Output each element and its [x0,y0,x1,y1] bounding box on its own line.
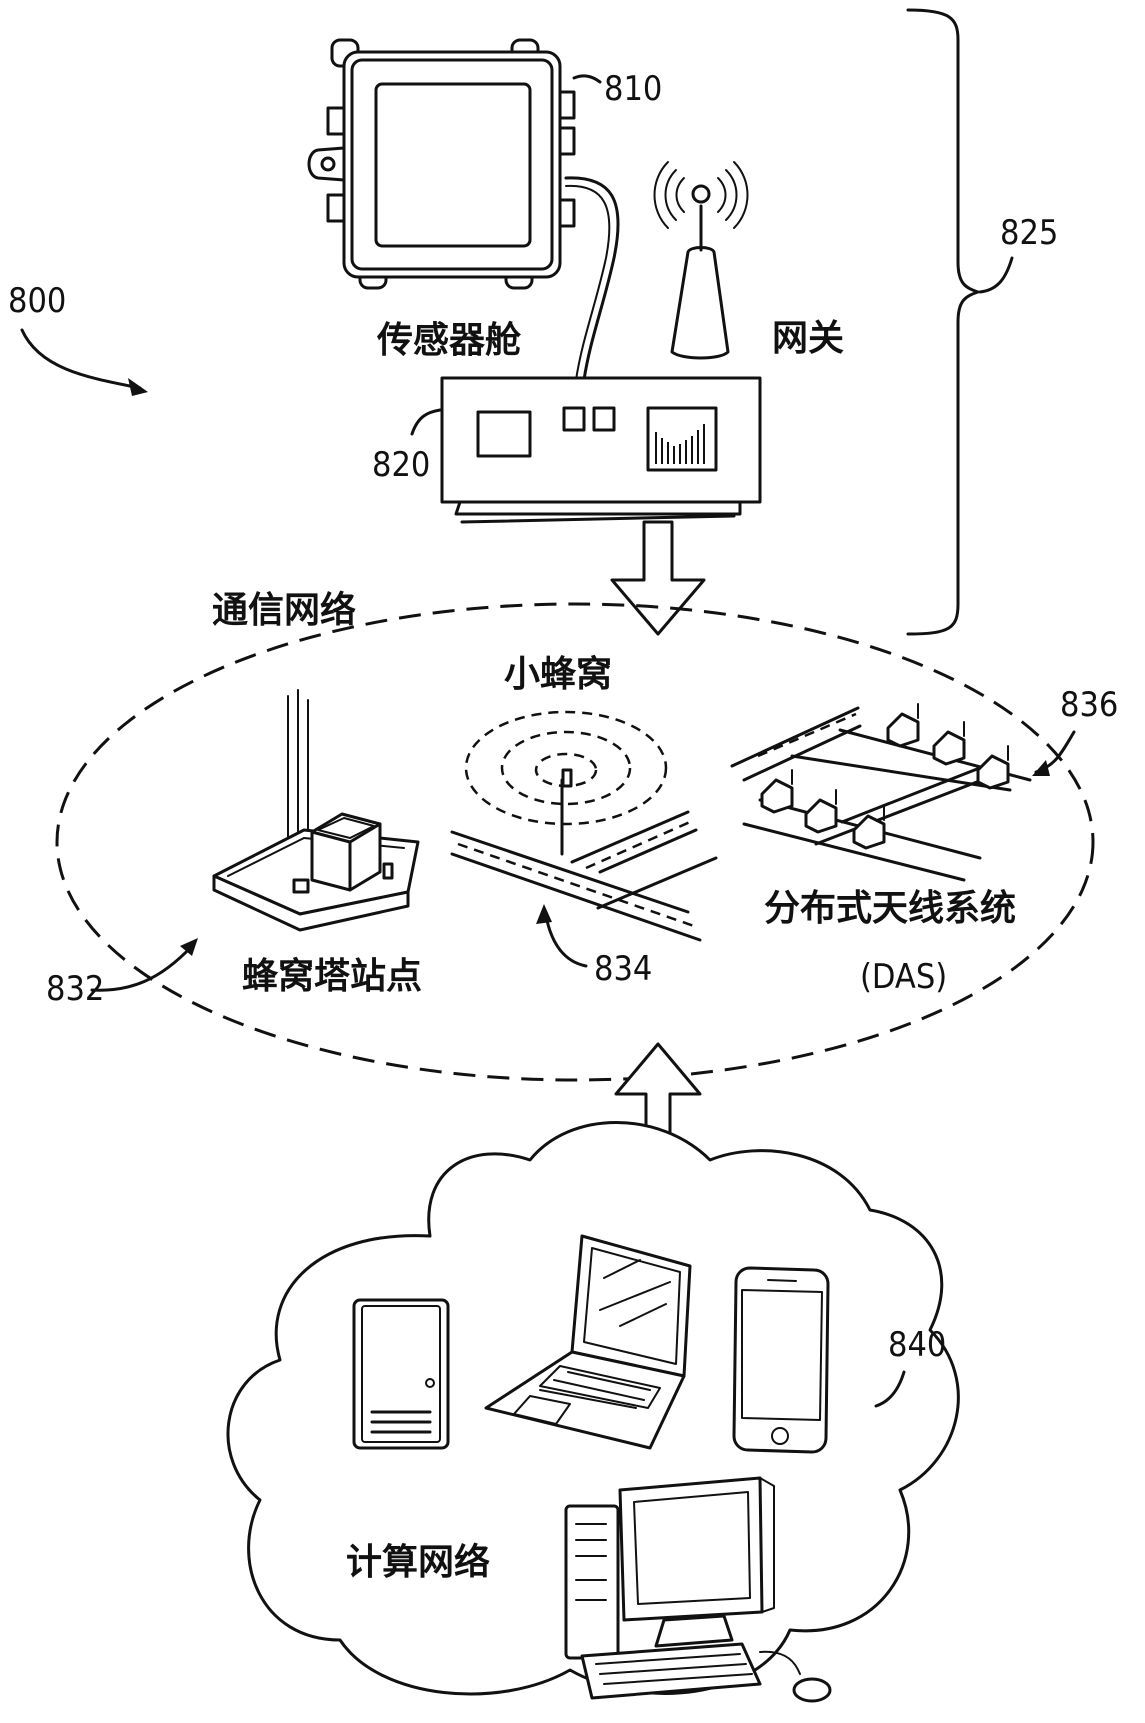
bracket-825: 825 [906,8,1058,636]
bracket [906,8,980,636]
laptop-icon [484,1234,692,1450]
street-edge [598,828,698,874]
das-house [976,745,1010,790]
das-road [730,706,860,768]
leader-810 [572,74,602,84]
arrow-down [610,520,706,636]
pod-mount-hole [320,156,336,172]
gateway-led [592,406,616,432]
ref-825: 825 [1000,213,1058,253]
arrowhead-832 [180,938,198,956]
signal-wave [664,169,677,221]
leader-800 [20,328,142,390]
das-road [814,778,984,846]
ref-836: 836 [1060,685,1118,725]
server-icon [352,1298,450,1450]
sensor-pod: 810 [307,38,662,290]
gateway-display-bars [655,424,705,464]
small-cell-radio [561,768,573,788]
das-road [742,822,966,882]
gateway-led [562,406,586,432]
pod-mount-ear [307,146,346,182]
signal-wave [733,161,749,229]
platform-edge [227,837,305,877]
label-computing-network: 计算网络 [346,1541,490,1583]
street-centerline [457,842,695,928]
coverage-ring [500,730,632,806]
label-gateway: 网关 [772,318,844,359]
das-house [932,721,966,766]
arrowhead-800 [128,378,148,396]
ref-800: 800 [8,281,66,321]
system-reference: 800 [8,281,148,396]
tower-base [292,878,310,894]
pod-tab [326,193,346,223]
label-cell-tower-site: 蜂窝塔站点 [242,956,422,997]
das-house [886,703,920,748]
pod-tab [326,106,346,136]
das-road [840,758,1002,824]
leader-834 [544,914,588,968]
pod-cable-inner [565,184,611,381]
antenna-cone [670,246,730,360]
leader-820 [410,408,442,436]
label-sensor-pod: 传感器舱 [376,320,521,361]
gateway-display [646,406,718,472]
ref-810: 810 [604,69,662,109]
label-communication-network: 通信网络 [212,589,356,631]
pod-frame [350,58,554,271]
das-house [852,805,886,850]
street-edge [596,856,718,910]
street-edge [450,830,690,914]
das-house [760,769,794,814]
pod-body [342,50,562,279]
label-das-abbr: (DAS) [860,957,947,997]
desktop-computer-icon [564,1476,832,1703]
leader-840 [874,1370,906,1408]
small-cell: 834 [450,710,718,989]
ref-840: 840 [888,1325,946,1365]
label-das: 分布式天线系统 [764,888,1016,929]
distributed-antenna-system: 836 [730,685,1118,882]
shelter-unit [382,862,394,880]
antenna-tip [691,184,711,204]
smartphone-icon [732,1266,830,1454]
pod-window [374,82,532,248]
das-house [804,789,838,834]
cell-tower-site: 832 [46,689,420,1009]
gateway-base-line [460,514,736,524]
communication-network-boundary [55,602,1095,1082]
leader-832 [90,944,194,992]
das-road-centerline [757,712,857,758]
shelter-edges [310,822,382,892]
pod-cable [564,176,620,382]
signal-wave [717,177,727,213]
ref-820: 820 [372,445,430,485]
leader-825 [978,256,1014,294]
gateway-unit: 820 [372,376,762,524]
gateway-base [454,500,742,516]
shelter-roof [317,817,375,839]
signal-wave [653,161,669,229]
signal-wave [675,177,685,213]
street-edge [450,852,702,942]
das-road [742,724,862,782]
arrowhead-834 [536,904,552,924]
signal-wave [725,169,738,221]
street-centerline [585,820,691,870]
gateway-panel [476,410,532,458]
arrowhead-836 [1032,760,1050,776]
coverage-ring [464,710,668,826]
gateway-antenna [653,161,749,360]
tower-platform-side [212,874,410,932]
gateway-box [440,376,762,504]
label-small-cell: 小蜂窝 [504,654,612,695]
street-edge [570,810,690,864]
ref-834: 834 [594,949,652,989]
